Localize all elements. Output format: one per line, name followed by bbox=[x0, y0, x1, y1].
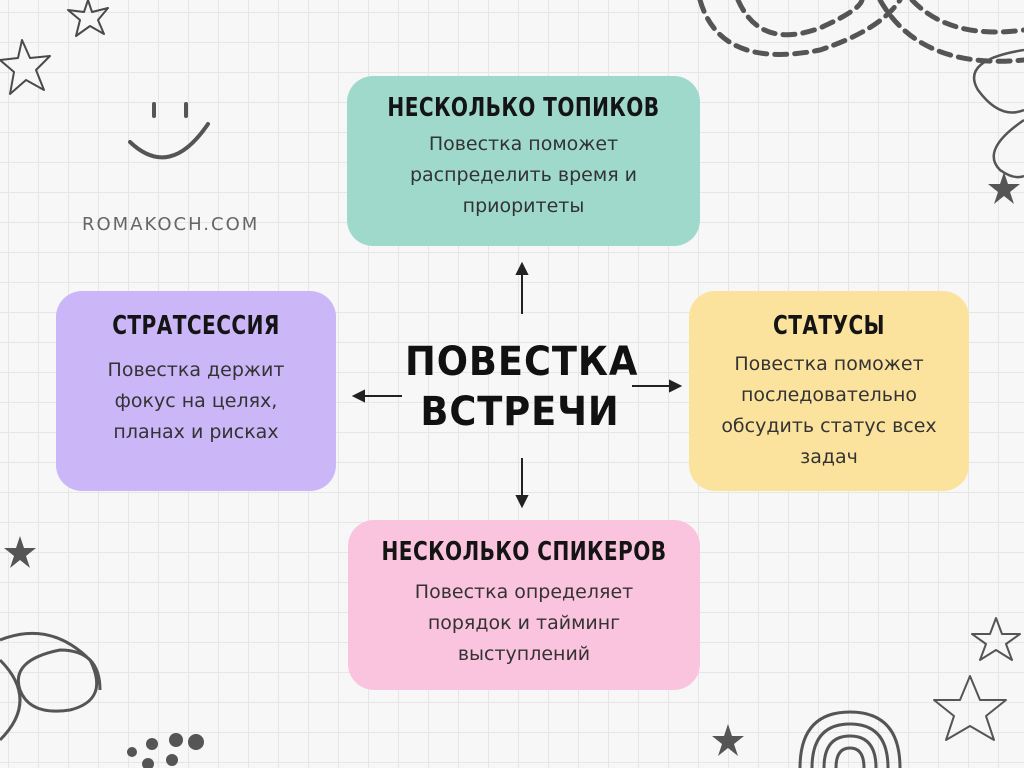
star-icon bbox=[712, 724, 744, 756]
brand-label: ROMAKOCH.COM bbox=[82, 214, 260, 235]
dashed-arcs bbox=[697, 0, 1024, 64]
card-statuses: СТАТУСЫ Повестка поможет последовательно… bbox=[689, 291, 969, 491]
card-line: выступлений bbox=[457, 643, 591, 665]
card-line: распределить время и bbox=[409, 164, 638, 186]
central-topic-line1: ПОВЕСТКА bbox=[405, 339, 639, 385]
card-line: Повестка поможет bbox=[734, 353, 924, 375]
scribble-icon bbox=[972, 48, 1024, 179]
card-strategy-session: СТРАТСЕССИЯ Повестка держит фокус на цел… bbox=[56, 291, 336, 491]
card-description: Повестка определяет порядок и тайминг вы… bbox=[348, 577, 700, 670]
card-line: порядок и тайминг bbox=[427, 612, 621, 634]
card-line: Повестка держит bbox=[107, 359, 285, 381]
star-icon bbox=[971, 617, 1021, 661]
star-icon bbox=[933, 675, 1007, 741]
card-line: планах и рисках bbox=[113, 421, 279, 443]
card-description: Повестка поможет распределить время и пр… bbox=[347, 129, 700, 222]
rainbow-icon bbox=[798, 710, 902, 768]
star-icon bbox=[67, 0, 109, 37]
card-title: СТАТУСЫ bbox=[773, 311, 885, 341]
card-title: НЕСКОЛЬКО СПИКЕРОВ bbox=[381, 537, 667, 567]
dots-icon bbox=[127, 733, 204, 768]
central-topic-line2: ВСТРЕЧИ bbox=[420, 389, 620, 435]
card-description: Повестка держит фокус на целях, планах и… bbox=[56, 355, 336, 448]
card-line: приоритеты bbox=[462, 195, 585, 217]
card-line: задач bbox=[800, 446, 858, 468]
star-icon bbox=[0, 39, 51, 95]
card-multiple-speakers: НЕСКОЛЬКО СПИКЕРОВ Повестка определяет п… bbox=[348, 520, 700, 690]
card-title: НЕСКОЛЬКО ТОПИКОВ bbox=[387, 93, 660, 123]
card-multiple-topics: НЕСКОЛЬКО ТОПИКОВ Повестка поможет распр… bbox=[347, 76, 700, 246]
star-icon bbox=[4, 536, 36, 568]
scribble-icon bbox=[0, 631, 102, 742]
card-description: Повестка поможет последовательно обсудит… bbox=[689, 349, 969, 473]
card-line: Повестка поможет bbox=[428, 133, 619, 155]
card-line: фокус на целях, bbox=[114, 390, 278, 412]
card-title: СТРАТСЕССИЯ bbox=[112, 311, 280, 341]
central-topic: ПОВЕСТКА ВСТРЕЧИ bbox=[395, 337, 645, 437]
star-icon bbox=[988, 172, 1020, 204]
card-line: последовательно bbox=[740, 384, 918, 406]
card-line: Повестка определяет bbox=[414, 581, 634, 603]
card-line: обсудить статус всех bbox=[721, 415, 937, 437]
smiley-icon bbox=[128, 102, 210, 160]
